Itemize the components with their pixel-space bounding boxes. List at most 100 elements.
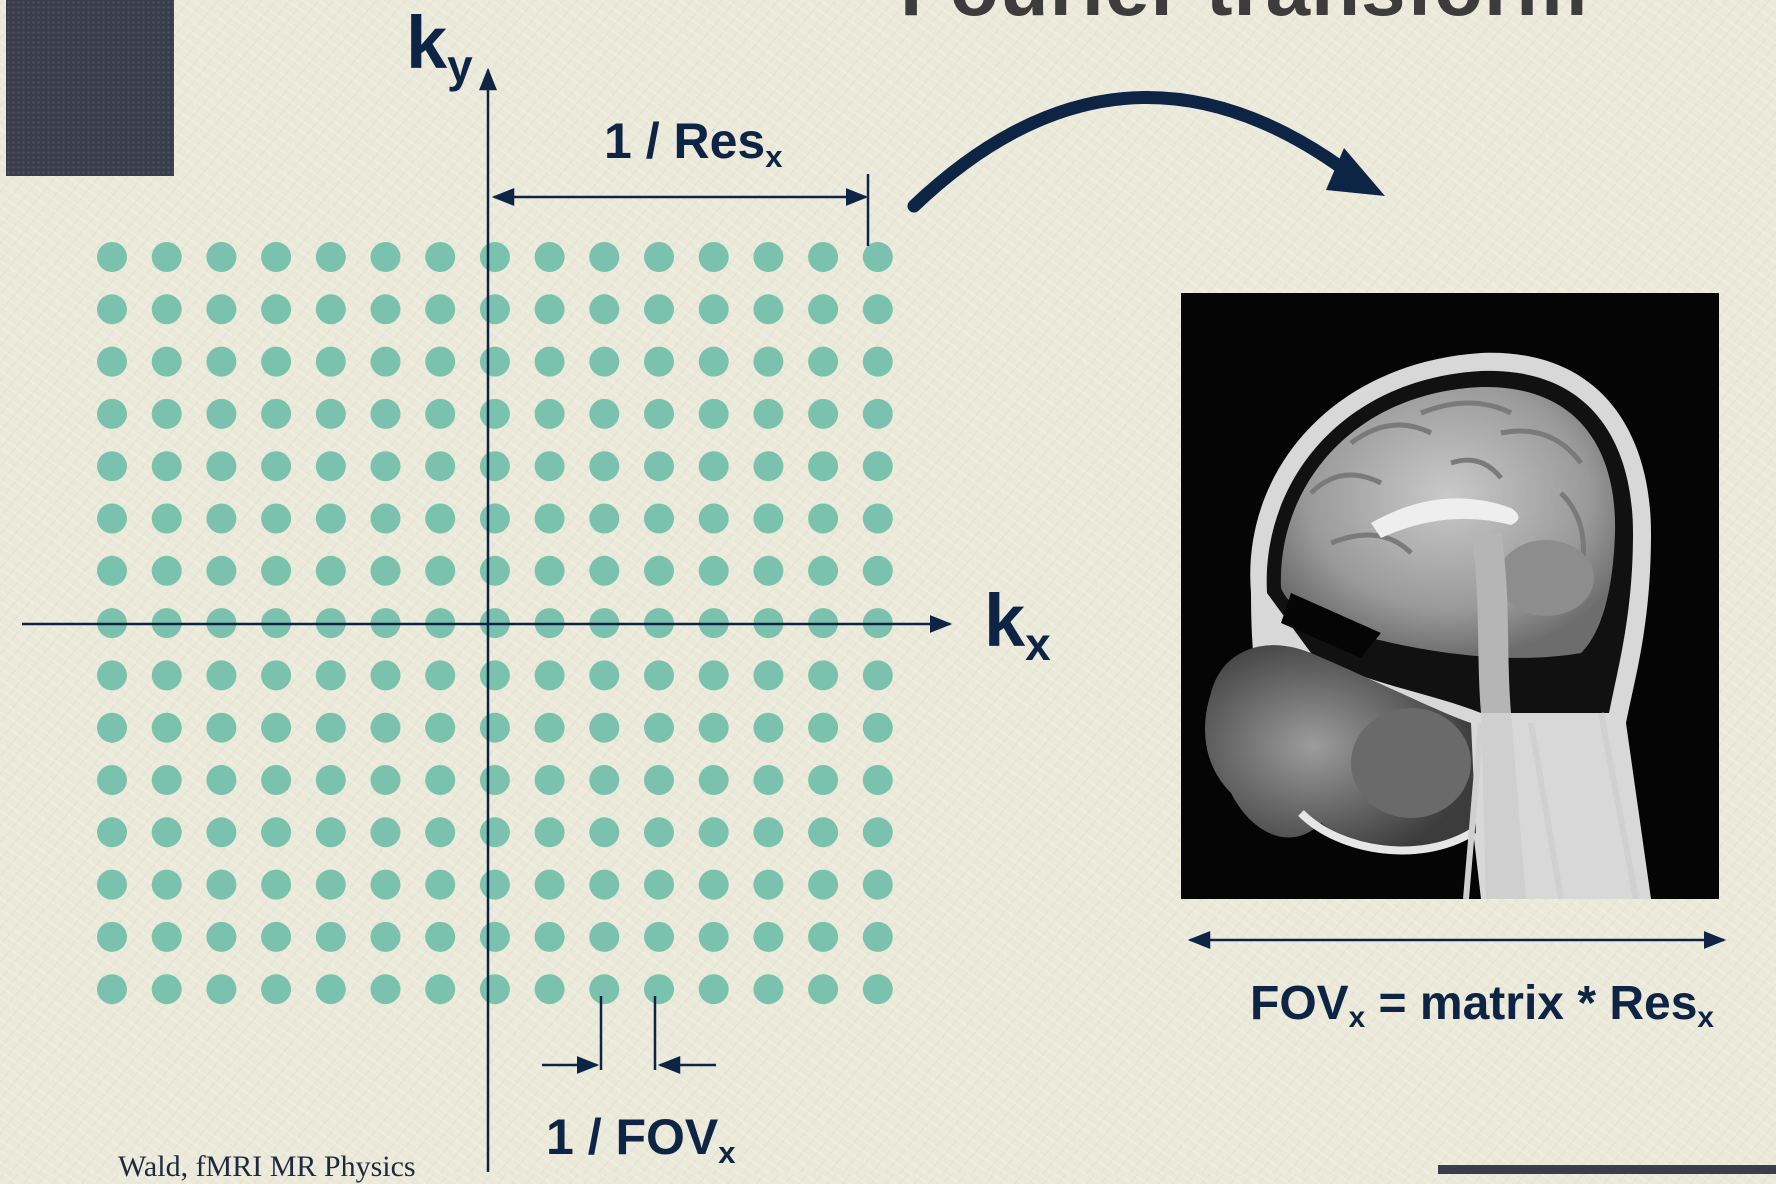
kx-label: kx <box>984 579 1051 670</box>
kspace-sample-dot <box>753 765 784 795</box>
kspace-sample-dot <box>589 660 620 691</box>
kspace-sample-dot <box>644 817 674 848</box>
kspace-sample-dot <box>151 242 182 272</box>
kspace-sample-dot <box>479 294 510 325</box>
ky-label: ky <box>406 1 473 92</box>
kspace-sample-dot <box>644 503 674 534</box>
kspace-sample-dot <box>479 765 510 795</box>
kspace-sample-dot <box>425 555 456 586</box>
kspace-sample-dot <box>534 921 565 952</box>
kspace-sample-dot <box>206 660 237 691</box>
kspace-sample-dot <box>97 921 127 952</box>
res-label: 1 / Resx <box>604 113 783 174</box>
kspace-sample-dot <box>534 660 565 691</box>
kspace-sample-dot <box>206 712 237 743</box>
kspace-sample-dot <box>534 555 565 586</box>
kspace-sample-dot <box>261 451 292 482</box>
kspace-sample-dot <box>370 817 401 848</box>
kspace-sample-dot <box>534 398 565 429</box>
kspace-sample-dot <box>370 398 401 429</box>
kspace-sample-dot <box>698 294 729 325</box>
kspace-sample-dot <box>808 765 839 795</box>
kspace-sample-dot <box>534 869 565 900</box>
kspace-sample-dot <box>862 869 893 900</box>
kspace-sample-dot <box>315 503 346 534</box>
kspace-sample-dot <box>425 765 456 795</box>
kspace-sample-dot <box>862 346 893 377</box>
kspace-sample-dot <box>479 712 510 743</box>
kspace-sample-dot <box>534 242 565 272</box>
kspace-sample-dot <box>644 974 674 1005</box>
kspace-sample-dot <box>808 555 839 586</box>
kspace-sample-dot <box>479 242 510 272</box>
kspace-sample-dot <box>644 712 674 743</box>
kspace-sample-dot <box>206 817 237 848</box>
kspace-sample-dot <box>862 765 893 795</box>
kspace-sample-dot <box>151 869 182 900</box>
kspace-sample-dot <box>151 660 182 691</box>
kspace-sample-dot <box>370 869 401 900</box>
kspace-sample-dot <box>753 817 784 848</box>
kspace-sample-dot <box>808 294 839 325</box>
kspace-sample-dot <box>698 503 729 534</box>
kspace-sample-dot <box>261 974 292 1005</box>
fov-label: 1 / FOVx <box>546 1109 736 1170</box>
kspace-sample-dot <box>370 974 401 1005</box>
kspace-sample-dot <box>261 660 292 691</box>
kspace-sample-dot <box>589 921 620 952</box>
kspace-sample-dot <box>151 712 182 743</box>
kspace-sample-dot <box>698 398 729 429</box>
kspace-sample-grid <box>97 242 893 1005</box>
kspace-sample-dot <box>151 294 182 325</box>
kspace-sample-dot <box>261 398 292 429</box>
kspace-sample-dot <box>808 398 839 429</box>
kspace-sample-dot <box>753 503 784 534</box>
kspace-sample-dot <box>206 451 237 482</box>
kspace-sample-dot <box>644 869 674 900</box>
kspace-sample-dot <box>261 765 292 795</box>
kspace-sample-dot <box>206 869 237 900</box>
kspace-sample-dot <box>206 974 237 1005</box>
kspace-sample-dot <box>808 921 839 952</box>
kspace-sample-dot <box>644 765 674 795</box>
kspace-sample-dot <box>808 712 839 743</box>
kspace-sample-dot <box>261 346 292 377</box>
kspace-sample-dot <box>425 712 456 743</box>
kspace-sample-dot <box>589 765 620 795</box>
kspace-sample-dot <box>862 817 893 848</box>
kspace-sample-dot <box>862 398 893 429</box>
kspace-sample-dot <box>151 503 182 534</box>
kspace-sample-dot <box>97 974 127 1005</box>
kspace-sample-dot <box>698 817 729 848</box>
kspace-sample-dot <box>370 242 401 272</box>
kspace-sample-dot <box>753 869 784 900</box>
kspace-sample-dot <box>753 346 784 377</box>
kspace-sample-dot <box>370 660 401 691</box>
kspace-sample-dot <box>479 503 510 534</box>
kspace-sample-dot <box>862 242 893 272</box>
kspace-sample-dot <box>698 346 729 377</box>
kspace-sample-dot <box>698 242 729 272</box>
kspace-sample-dot <box>151 555 182 586</box>
kspace-sample-dot <box>97 765 127 795</box>
kspace-sample-dot <box>97 242 127 272</box>
kspace-sample-dot <box>698 921 729 952</box>
kspace-sample-dot <box>370 555 401 586</box>
kspace-sample-dot <box>425 869 456 900</box>
kspace-sample-dot <box>753 555 784 586</box>
kspace-sample-dot <box>479 974 510 1005</box>
kspace-sample-dot <box>753 242 784 272</box>
kspace-sample-dot <box>589 398 620 429</box>
kspace-sample-dot <box>206 242 237 272</box>
kspace-sample-dot <box>808 660 839 691</box>
kspace-sample-dot <box>808 346 839 377</box>
kspace-sample-dot <box>753 712 784 743</box>
kspace-sample-dot <box>315 660 346 691</box>
kspace-sample-dot <box>315 869 346 900</box>
kspace-sample-dot <box>97 346 127 377</box>
kspace-sample-dot <box>862 451 893 482</box>
kspace-sample-dot <box>97 555 127 586</box>
kspace-sample-dot <box>261 869 292 900</box>
kspace-sample-dot <box>808 974 839 1005</box>
kspace-sample-dot <box>425 346 456 377</box>
